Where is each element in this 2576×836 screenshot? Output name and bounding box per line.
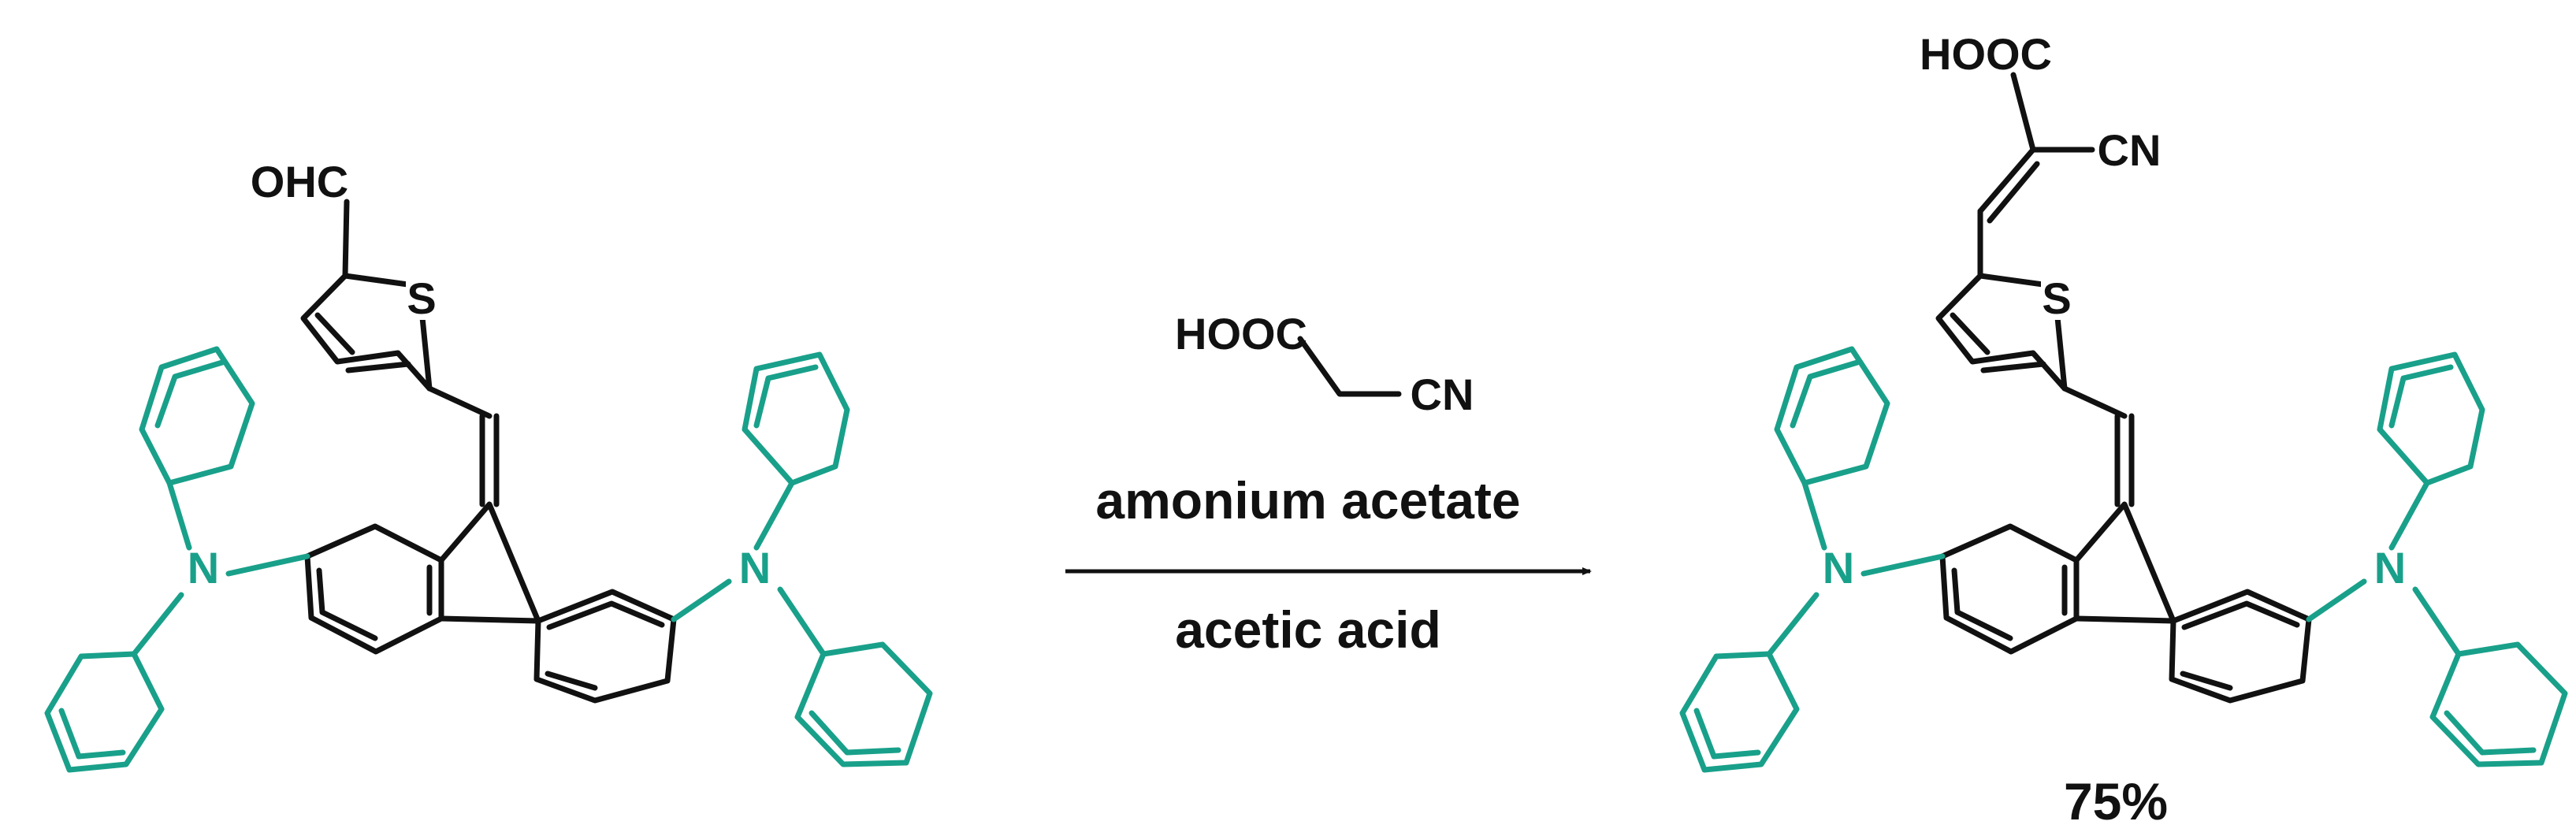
product-molecule: S HOOC CN N N xyxy=(1679,29,2568,830)
product-acid-label: HOOC xyxy=(1920,29,2052,79)
reactant-right-nitrogen-label: N xyxy=(739,543,771,593)
product-nitrile-label: CN xyxy=(2098,125,2162,175)
product-cyanoacrylic-acid: HOOC CN xyxy=(1920,29,2162,224)
reactant-right-diphenylamino: N xyxy=(671,351,933,767)
reactant-molecule: S OHC N N xyxy=(44,157,933,773)
reactant-fluorene-core xyxy=(304,385,677,704)
product-right-nitrogen-label: N xyxy=(2374,543,2406,593)
product-right-diphenylamino: N xyxy=(2306,351,2568,767)
reactant-left-nitrogen-label: N xyxy=(188,543,219,593)
reagent-acid-label: HOOC xyxy=(1175,309,1307,359)
reactant-left-diphenylamino: N xyxy=(44,346,310,773)
reagent-nitrile-label: CN xyxy=(1411,370,1474,419)
reactant-aldehyde-label: OHC xyxy=(251,157,348,206)
product-thiophene: S xyxy=(1935,208,2072,392)
product-fluorene-core xyxy=(1939,385,2312,704)
reagent-cyanoacetic-acid: HOOC CN xyxy=(1175,309,1474,419)
reactant-sulfur-label: S xyxy=(407,273,436,323)
product-left-nitrogen-label: N xyxy=(1823,543,1854,593)
condition-above-arrow: amonium acetate xyxy=(1095,471,1520,529)
reaction-arrow-group: amonium acetate acetic acid xyxy=(1065,471,1592,659)
product-left-diphenylamino: N xyxy=(1679,346,1946,773)
product-sulfur-label: S xyxy=(2042,273,2071,323)
product-yield: 75% xyxy=(2064,772,2168,830)
reactant-thiophene: S OHC xyxy=(251,157,437,392)
condition-below-arrow: acetic acid xyxy=(1175,600,1441,659)
